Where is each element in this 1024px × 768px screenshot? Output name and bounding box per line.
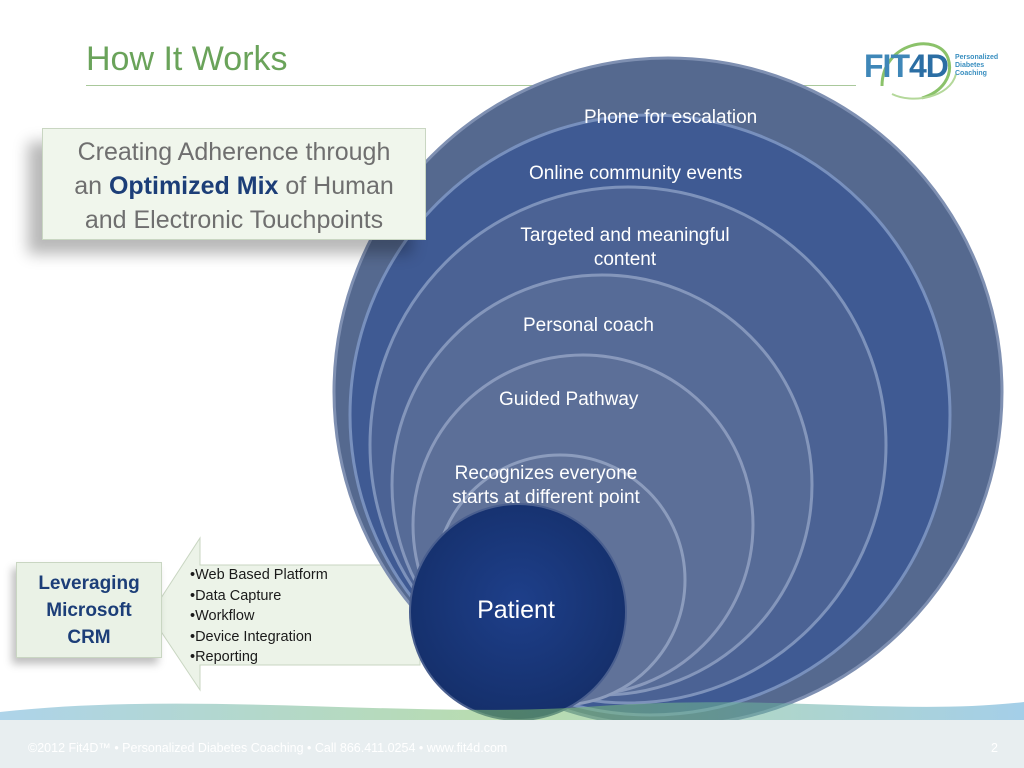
crm-feature-list: •Web Based Platform •Data Capture •Workf… (190, 565, 328, 668)
logo-swoosh-icon (880, 42, 957, 100)
page-number: 2 (991, 741, 998, 755)
patient-label: Patient (477, 596, 555, 624)
list-item: •Reporting (190, 649, 258, 665)
crm-label-box: Leveraging Microsoft CRM (16, 562, 162, 658)
ring-label-pathway: Guided Pathway (499, 389, 639, 410)
ring-label-recognizes: Recognizes everyone starts at different … (452, 463, 640, 508)
ring-label-phone: Phone for escalation (584, 107, 758, 128)
optimized-mix-emphasis: Optimized Mix (108, 172, 279, 200)
crm-line-3: CRM (67, 627, 111, 648)
ring-label-online: Online community events (529, 163, 743, 184)
logo-wordmark: FIT4D (864, 48, 949, 84)
crm-line-1: Leveraging (38, 573, 140, 594)
callout-line-1: Creating Adherence through (77, 138, 391, 166)
adherence-callout: Creating Adherence through an Optimized … (42, 128, 426, 240)
list-item: •Workflow (190, 608, 255, 624)
callout-line-2: an Optimized Mix of Human (74, 172, 394, 200)
footer-text: ©2012 Fit4D™ • Personalized Diabetes Coa… (28, 741, 508, 755)
footer-bar (0, 720, 1024, 768)
list-item: •Web Based Platform (190, 567, 328, 583)
logo-tagline: Personalized Diabetes Coaching (955, 54, 999, 77)
list-item: •Data Capture (190, 587, 282, 604)
ring-label-coach: Personal coach (523, 315, 654, 336)
fit4d-logo: FIT4D Personalized Diabetes Coaching (862, 28, 1012, 104)
crm-line-2: Microsoft (46, 600, 132, 621)
title-divider (86, 85, 856, 86)
ring-label-content: Targeted and meaningful content (520, 225, 730, 270)
list-item: •Device Integration (190, 628, 312, 645)
callout-line-3: and Electronic Touchpoints (84, 206, 384, 234)
slide-title: How It Works (86, 40, 288, 78)
